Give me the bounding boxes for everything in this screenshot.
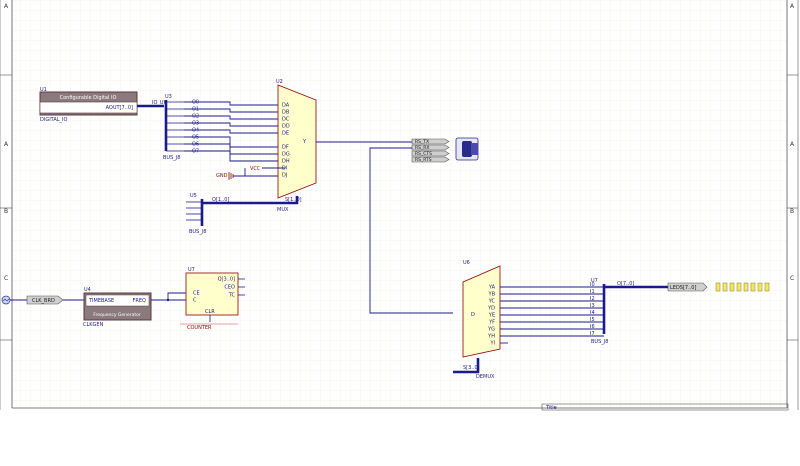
bus-joiner-out-pin-label: I4 bbox=[590, 310, 595, 316]
digital-io-title: Configurable Digital IO bbox=[60, 95, 117, 101]
mux-input-label: DG bbox=[282, 152, 290, 158]
rs-port-label: RS_TX bbox=[415, 139, 429, 145]
demux-output-label: YB bbox=[488, 292, 496, 298]
counter-right-pin-label: CEO bbox=[224, 285, 235, 291]
border-row-top-right: A bbox=[790, 3, 795, 10]
border-row-b-left: C bbox=[4, 275, 8, 282]
mux-input-label: DF bbox=[282, 145, 289, 151]
demux-output-label: YF bbox=[488, 320, 495, 326]
bus-joiner-in-pin-label: O4 bbox=[192, 128, 199, 134]
led-indicator bbox=[751, 283, 755, 291]
bus-joiner-sel-designator: U5 bbox=[190, 193, 197, 199]
bus-joiner-out-pin-label: I7 bbox=[590, 331, 595, 337]
bus-joiner-in-pin-label: O6 bbox=[192, 142, 199, 148]
clkgen-out-label: FREQ bbox=[133, 298, 147, 304]
counter-right-pin-label: TC bbox=[228, 293, 236, 299]
demux-input-label: D bbox=[471, 312, 475, 318]
bus-joiner-in-pin-label: O0 bbox=[192, 100, 199, 106]
bus-joiner-in-pin-label: O3 bbox=[192, 121, 199, 127]
led-indicator bbox=[723, 283, 727, 291]
clkgen-name: CLKGEN bbox=[83, 322, 104, 328]
led-indicator bbox=[744, 283, 748, 291]
demux-output-label: YH bbox=[487, 334, 495, 340]
bus-joiner-in-pin-label: O1 bbox=[192, 107, 199, 113]
bus-joiner-in-pin-label: O7 bbox=[192, 149, 199, 155]
rs-port-label: RS_RTS bbox=[415, 157, 432, 163]
counter-right-pin-label: Q[3..0] bbox=[218, 277, 235, 283]
demux-output-label: YC bbox=[488, 299, 496, 305]
vcc-label: VCC bbox=[250, 166, 261, 172]
bus-joiner-out-name: BUS_J8 bbox=[591, 339, 608, 345]
demux-output-label: YG bbox=[487, 327, 495, 333]
border-row-mid-left: B bbox=[4, 208, 8, 215]
mux-input-label: DB bbox=[282, 110, 290, 116]
led-indicator bbox=[716, 283, 720, 291]
border-row-a-right: A bbox=[790, 141, 795, 148]
counter-clr-label: CLR bbox=[205, 309, 215, 315]
rs-port-label: RS_CTS bbox=[415, 151, 432, 157]
counter-left-pin-label: C bbox=[193, 298, 197, 304]
bus-joiner-out-pin-label: I3 bbox=[590, 303, 595, 309]
bus-joiner-out-pin-label: I2 bbox=[590, 296, 595, 302]
leds-port[interactable]: LEDS[7..0] bbox=[668, 283, 707, 291]
counter-name: COUNTER bbox=[187, 325, 212, 331]
mux-input-label: DD bbox=[282, 124, 290, 130]
mux-input-label: DC bbox=[282, 117, 290, 123]
mux-designator: U2 bbox=[276, 79, 283, 85]
bus-joiner-out-pin-label: I1 bbox=[590, 289, 595, 295]
demux-output-label: YD bbox=[487, 306, 495, 312]
demux-output-label: YI bbox=[489, 341, 495, 347]
clkgen-title: Frequency Generator bbox=[93, 312, 141, 318]
clkgen-in-label: TIMEBASE bbox=[88, 298, 114, 304]
gnd-label: GND bbox=[216, 173, 228, 179]
led-indicator bbox=[758, 283, 762, 291]
bus-joiner-sel-name: BUS_J8 bbox=[189, 229, 206, 235]
bus-joiner-in-pin-label: O2 bbox=[192, 114, 199, 120]
border-row-mid-right: B bbox=[790, 208, 794, 215]
counter-left-pin-label: CE bbox=[193, 291, 200, 297]
digital-io-port: AOUT[7..0] bbox=[106, 105, 133, 111]
led-bus-net: O[7..0] bbox=[617, 281, 634, 287]
clock-port-label: CLK_BRD bbox=[32, 298, 55, 304]
mux-input-label: DA bbox=[282, 103, 290, 109]
bus-joiner-out-pin-label: I5 bbox=[590, 317, 595, 323]
border-row-b-right: C bbox=[790, 275, 794, 282]
mux-input-label: DJ bbox=[282, 173, 287, 179]
io-bus-net: IO_U0 bbox=[152, 100, 167, 106]
sheet-grid bbox=[12, 0, 787, 408]
bus-joiner-in-name: BUS_J8 bbox=[163, 155, 180, 161]
title-block-label: Title bbox=[545, 405, 557, 411]
demux-output-label: YA bbox=[488, 285, 496, 291]
led-indicator bbox=[730, 283, 734, 291]
demux-designator: U6 bbox=[463, 260, 470, 266]
rs-ports: RS_TXRS_RXRS_CTSRS_RTS bbox=[412, 139, 449, 163]
mux-input-label: DI bbox=[282, 166, 287, 172]
mux-name: MUX bbox=[277, 207, 289, 213]
sel-bus-net: O[1..0] bbox=[212, 197, 229, 203]
border-row-top-left: A bbox=[4, 3, 9, 10]
clkgen-designator: U4 bbox=[84, 287, 91, 293]
rs-port-label: RS_RX bbox=[415, 145, 429, 151]
demux-output-label: YE bbox=[488, 313, 495, 319]
bus-joiner-out-pin-label: I6 bbox=[590, 324, 595, 330]
border-row-a-left: A bbox=[4, 141, 9, 148]
counter-designator: U7 bbox=[188, 267, 195, 273]
digital-io-name: DIGITAL_IO bbox=[40, 117, 68, 123]
bus-joiner-in-pin-label: O5 bbox=[192, 135, 199, 141]
leds-port-label: LEDS[7..0] bbox=[670, 285, 696, 291]
led-indicator bbox=[765, 283, 769, 291]
led-indicator bbox=[737, 283, 741, 291]
bus-joiner-out-designator: U7 bbox=[591, 278, 598, 284]
demux-name: DEMUX bbox=[476, 374, 495, 380]
mux-input-label: DH bbox=[282, 159, 290, 165]
db9-connector-icon bbox=[456, 138, 478, 160]
bus-joiner-in-designator: U3 bbox=[165, 94, 172, 100]
mux-input-label: DE bbox=[282, 131, 289, 137]
